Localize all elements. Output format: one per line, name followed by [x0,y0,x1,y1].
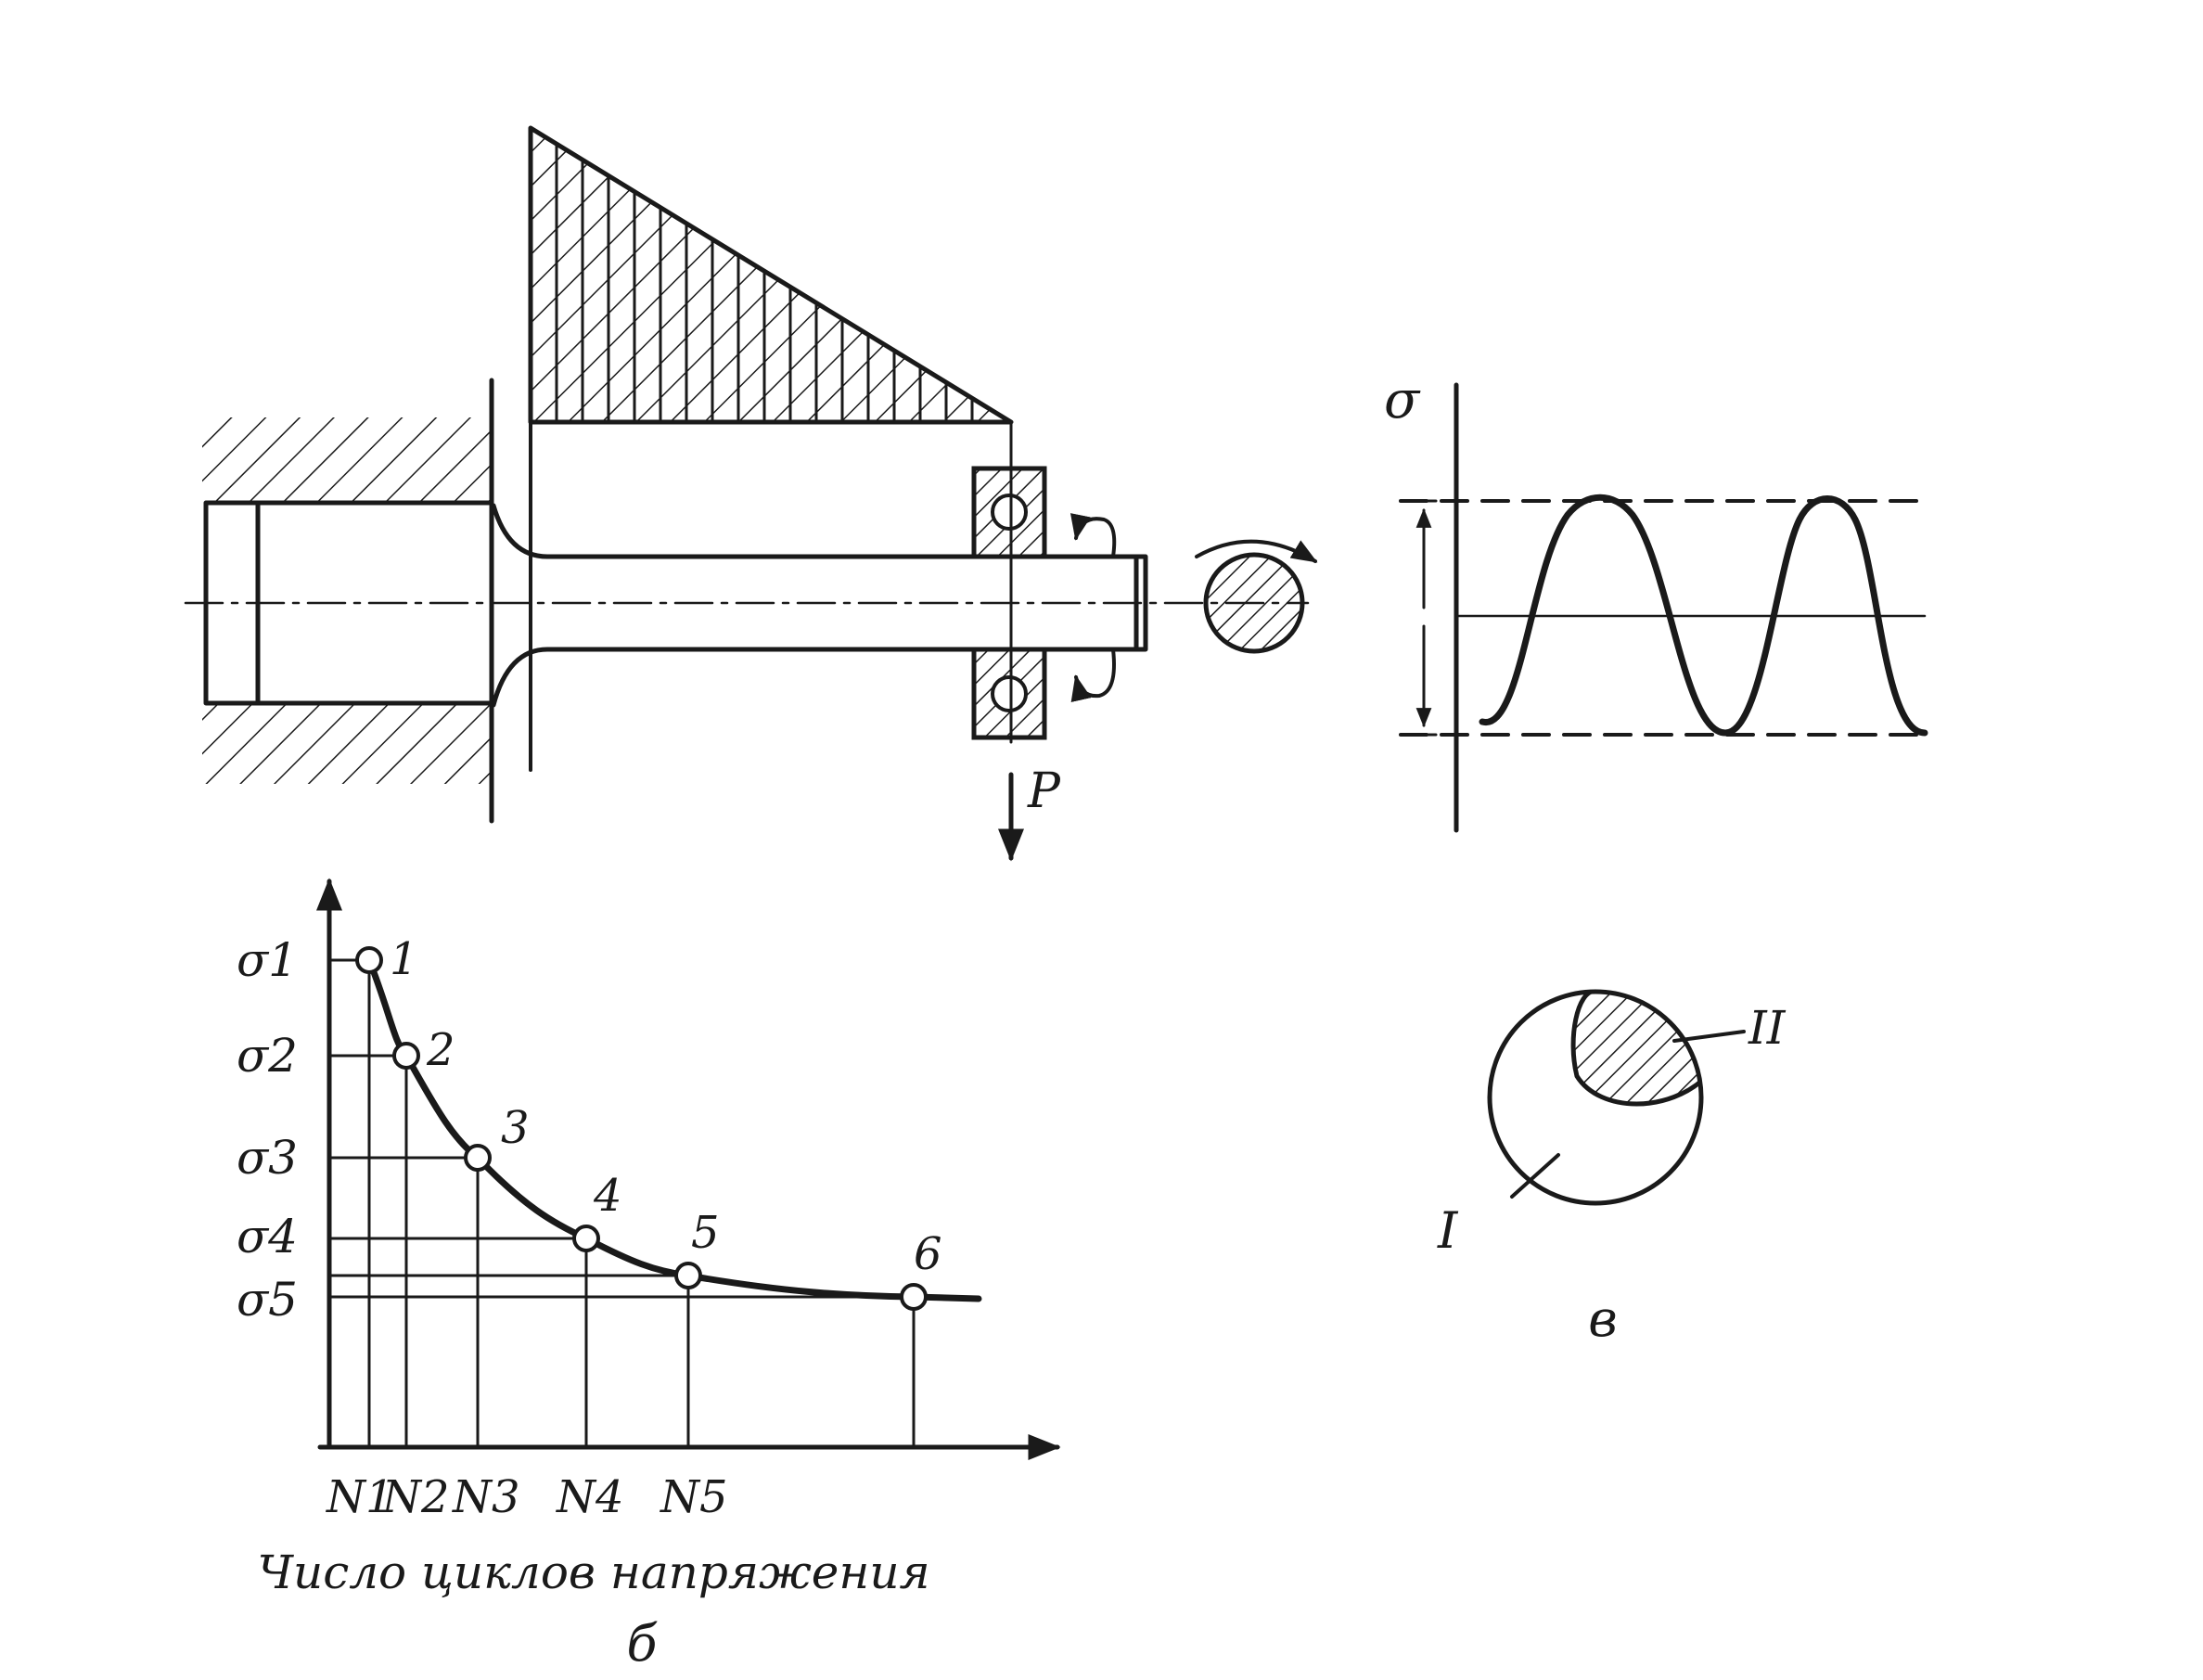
x-label-n4: N4 [556,1471,624,1523]
fracture-section: II I в [1437,989,1787,1348]
x-label-n2: N2 [381,1471,450,1523]
stress-wave [1479,494,1928,737]
point-label-3: 3 [501,1102,530,1154]
fatigue-curve-line [365,956,982,1302]
stress-level-labels: σ1 σ2 σ3 σ4 σ5 [237,933,298,1327]
leader-line-I [1510,1153,1560,1199]
y-label-sigma5: σ5 [237,1273,298,1327]
x-label-n3: N3 [452,1471,520,1523]
shaft-assembly: P [184,125,1318,862]
curve-point-2 [392,1042,420,1070]
y-label-sigma1: σ1 [237,933,298,987]
stress-axis-label: σ [1384,370,1421,430]
cross-section-rotation-arrow [1195,539,1318,563]
x-label-n1: N1 [326,1471,394,1523]
housing-hatch-bottom [202,705,492,784]
leader-line-II [1672,1030,1746,1043]
load-label: P [1027,763,1061,819]
bearing-top [971,466,1047,559]
shaft-end-cap [1134,554,1148,652]
fatigue-zone-II [1570,992,1701,1107]
zone-label-II: II [1748,1001,1787,1055]
curve-point-5 [674,1262,702,1289]
y-label-sigma2: σ2 [237,1029,298,1083]
fatigue-sublabel: б [627,1614,659,1673]
moment-diagram-outline [528,125,1014,425]
rotation-arrow-bottom [1070,648,1116,703]
rotation-arrow-top [1069,513,1117,558]
fatigue-grid [329,958,916,1447]
housing-hatch-top [202,417,492,501]
point-label-5: 5 [691,1207,720,1259]
y-label-sigma4: σ4 [237,1210,298,1263]
x-label-n5: N5 [660,1471,728,1523]
point-label-6: 6 [914,1228,942,1280]
shaft-cross-section [1203,552,1305,654]
point-label-4: 4 [593,1170,622,1222]
point-label-1: 1 [390,933,418,985]
x-axis-title: Число циклов напряжения [257,1545,929,1599]
point-number-labels: 1 2 3 4 5 6 [390,933,942,1280]
y-label-sigma3: σ3 [237,1131,298,1185]
point-label-2: 2 [426,1024,455,1076]
cycle-count-labels: N1 N2 N3 N4 N5 [326,1471,728,1523]
curve-point-3 [464,1144,492,1172]
fatigue-curve-chart: 1 2 3 4 5 6 σ1 σ2 σ3 σ4 σ5 N1 N2 N3 N4 N… [237,878,1061,1673]
fracture-sublabel: в [1588,1289,1617,1348]
housing-bore [203,500,494,706]
curve-point-4 [572,1225,600,1252]
zone-label-I: I [1437,1201,1459,1260]
fatigue-points [355,946,928,1311]
bearing-bottom [971,647,1047,740]
curve-point-6 [900,1283,928,1311]
stress-time-graph: σ [1384,370,1931,833]
moment-diagram-vertical-hatching [555,144,974,422]
curve-point-1 [355,946,383,974]
